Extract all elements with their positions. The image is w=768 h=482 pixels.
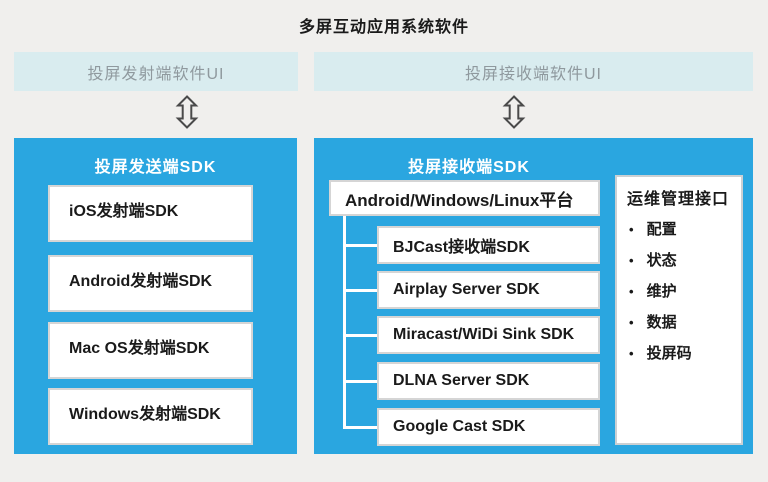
miracast-widi-sink-sdk-box: Miracast/WiDi Sink SDK [377,316,600,354]
android-sender-sdk-label: Android发射端SDK [69,272,213,290]
receiver-ui-bar: 投屏接收端软件UI [314,52,753,91]
bullet-icon: • [629,346,634,361]
bullet-icon: • [629,315,634,330]
receiver-sdk-panel: 投屏接收端SDK Android/Windows/Linux平台 BJCast接… [314,138,753,454]
up-down-arrow-icon [175,95,199,129]
sender-ui-bar-label: 投屏发射端软件UI [87,65,225,83]
android-sender-sdk-box: Android发射端SDK [48,255,253,312]
sender-ui-bar: 投屏发射端软件UI [14,52,298,91]
macos-sender-sdk-box: Mac OS发射端SDK [48,322,253,379]
airplay-server-sdk-box: Airplay Server SDK [377,271,600,309]
bullet-icon: • [629,284,634,299]
ops-item-label: 维护 [646,283,677,300]
platform-box: Android/Windows/Linux平台 [329,180,600,216]
receiver-ui-bar-label: 投屏接收端软件UI [464,65,602,83]
macos-sender-sdk-label: Mac OS发射端SDK [69,339,210,357]
google-cast-sdk-box: Google Cast SDK [377,408,600,446]
ops-item-status: • 状态 [627,251,731,270]
ops-item-label: 数据 [646,314,677,331]
airplay-server-sdk-label: Airplay Server SDK [393,281,540,298]
google-cast-sdk-label: Google Cast SDK [393,418,526,435]
receiver-sdk-panel-title: 投屏接收端SDK [408,159,530,176]
platform-label: Android/Windows/Linux平台 [345,190,574,210]
sender-sdk-panel: 投屏发送端SDK iOS发射端SDK Android发射端SDK Mac OS发… [14,138,297,454]
ops-item-label: 状态 [646,252,677,269]
ops-item-config: • 配置 [627,220,731,239]
tree-connector-vline [343,216,346,429]
tree-connector-branch [343,244,377,247]
dlna-server-sdk-box: DLNA Server SDK [377,362,600,400]
dlna-server-sdk-label: DLNA Server SDK [393,372,530,389]
ops-item-maintenance: • 维护 [627,282,731,301]
bullet-icon: • [629,253,634,268]
windows-sender-sdk-label: Windows发射端SDK [69,405,221,423]
sender-sdk-panel-title: 投屏发送端SDK [94,159,217,176]
tree-connector-branch [343,334,377,337]
ios-sender-sdk-label: iOS发射端SDK [69,202,179,220]
bullet-icon: • [629,222,634,237]
ops-item-data: • 数据 [627,313,731,332]
tree-connector-branch [343,289,377,292]
ops-item-label: 配置 [646,221,677,238]
ops-management-title: 运维管理接口 [627,191,730,208]
up-down-arrow-icon [502,95,526,129]
ops-item-castcode: • 投屏码 [627,344,731,363]
bjcast-receiver-sdk-box: BJCast接收端SDK [377,226,600,264]
miracast-widi-sink-sdk-label: Miracast/WiDi Sink SDK [393,326,575,343]
ios-sender-sdk-box: iOS发射端SDK [48,185,253,242]
ops-item-label: 投屏码 [646,345,692,362]
page-title: 多屏互动应用系统软件 [298,19,469,36]
ops-management-panel: 运维管理接口 • 配置 • 状态 • 维护 • 数据 • 投屏码 [615,175,743,445]
bjcast-receiver-sdk-label: BJCast接收端SDK [393,239,530,256]
tree-connector-branch [343,426,377,429]
tree-connector-branch [343,380,377,383]
windows-sender-sdk-box: Windows发射端SDK [48,388,253,445]
